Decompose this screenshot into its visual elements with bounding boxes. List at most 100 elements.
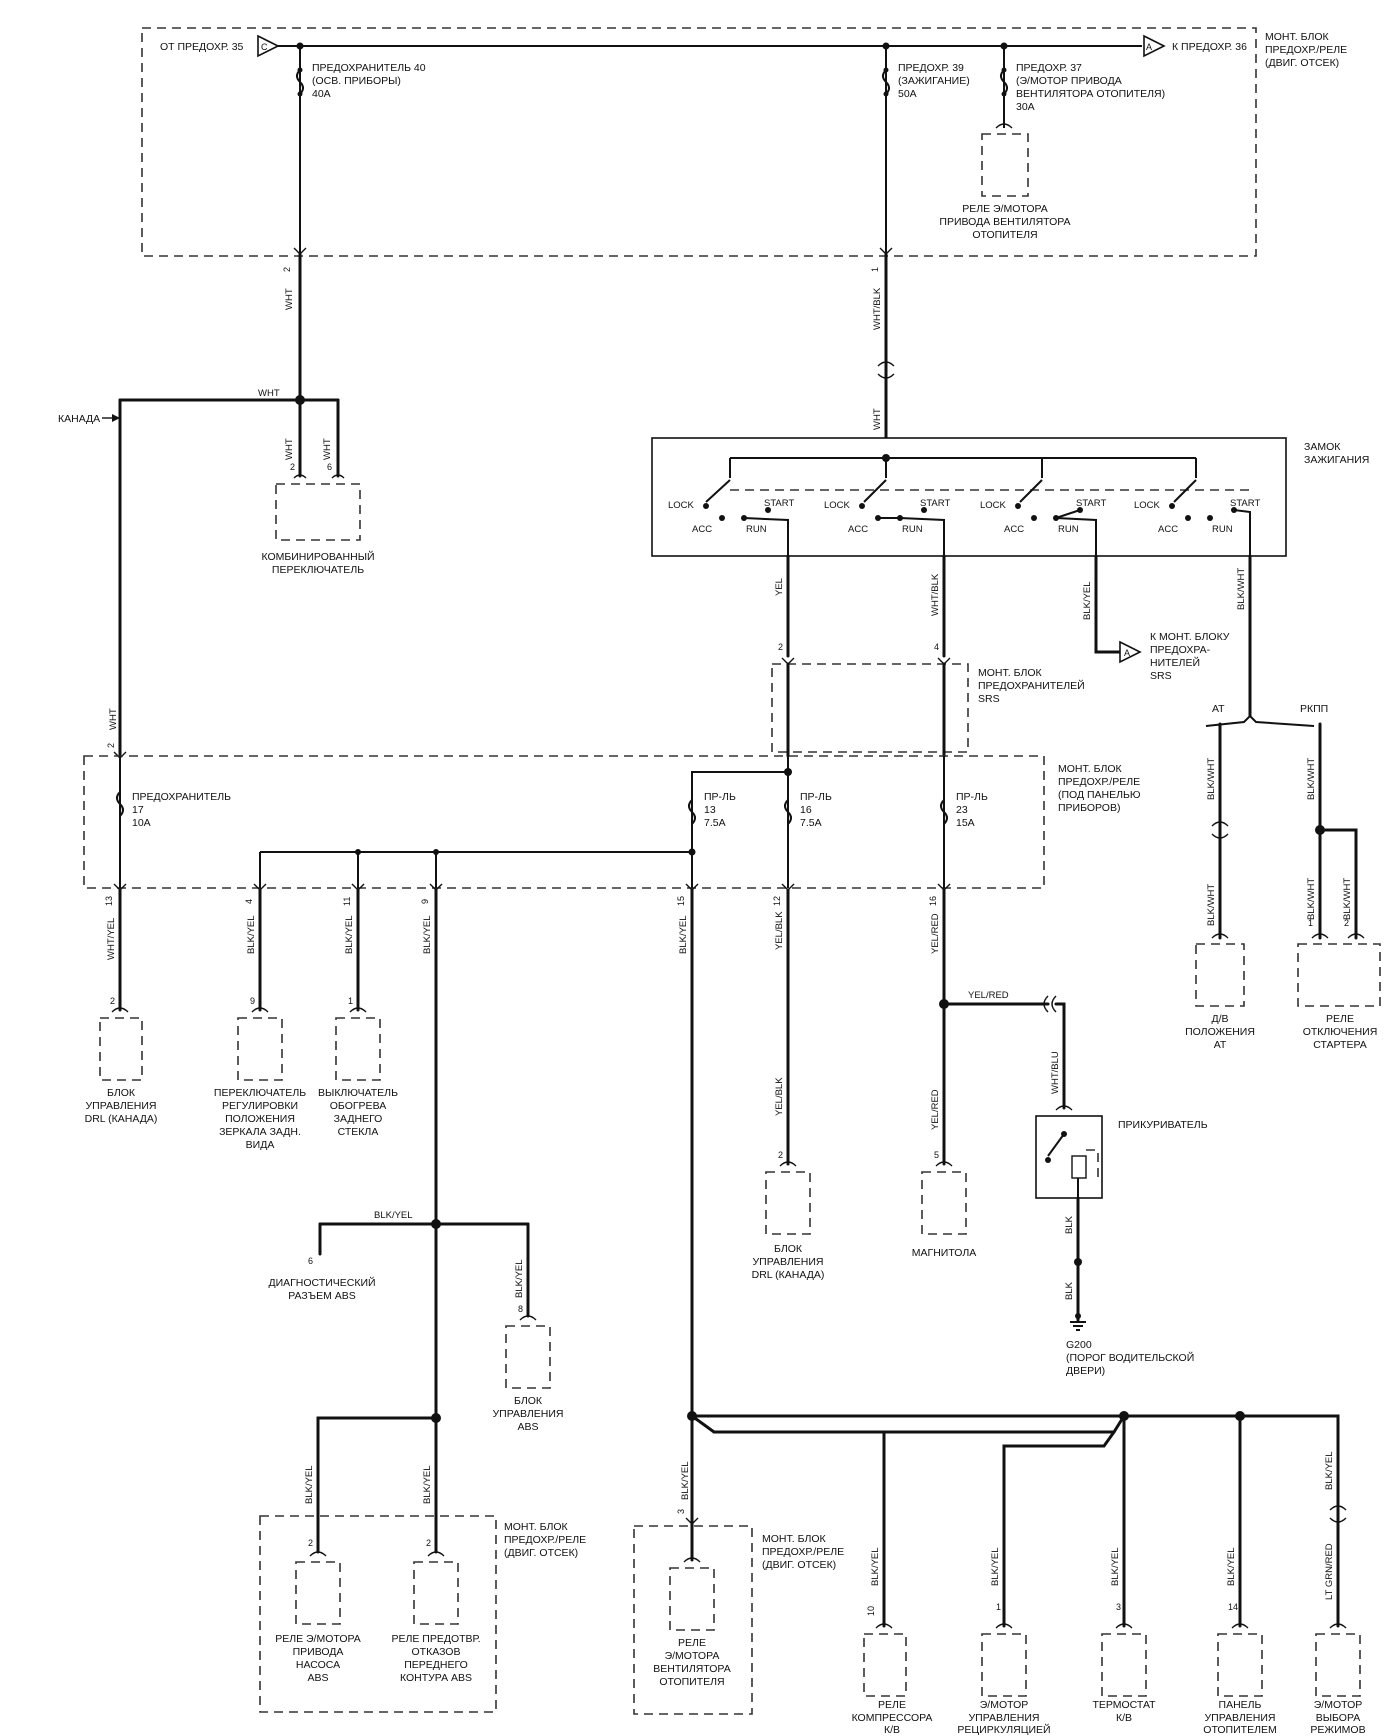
fan-relay-top-label-1: РЕЛЕ Э/МОТОРА [962,203,1048,215]
drl-mid-label-3: DRL (КАНАДА) [752,1269,825,1281]
wire-wht-yel-label: WHT/YEL [106,918,117,960]
wire-blk-yel-srs-label: BLK/YEL [1082,581,1093,620]
wire-yel-blk-label-1: YEL/BLK [774,911,785,950]
recirc-motor-box [981,1633,1027,1697]
abs-fail-relay-label-3: ПЕРЕДНЕГО [404,1659,468,1671]
acc-label-3: ACC [1004,524,1024,535]
heater-panel-label-3: ОТОПИТЕЛЕМ [1203,1724,1276,1736]
mirror-switch-label-1: ПЕРЕКЛЮЧАТЕЛЬ [214,1087,306,1099]
fan-relay-low-label-4: ОТОПИТЕЛЯ [659,1676,724,1688]
thermo-pin-3: 3 [1116,1602,1121,1612]
wire-blk-yel-absunit-label: BLK/YEL [514,1259,525,1298]
from-fuse35-label: ОТ ПРЕДОХР. 35 [160,41,244,53]
radio-pin-5: 5 [934,1150,939,1160]
fuse37-label-2: (Э/МОТОР ПРИВОДА [1016,75,1122,87]
canada-label: КАНАДА [58,413,100,425]
fuse17-label-2: 17 [132,804,144,816]
fuse37-icon [1000,69,1008,95]
thermostat-label-2: К/В [1116,1712,1132,1724]
fuse17-label-3: 10А [132,817,151,829]
wire-blk-yel-mirror-label: BLK/YEL [246,915,257,954]
radio-box [921,1171,967,1235]
connector-c-icon [257,34,280,58]
wire-blk-wht-at-label-2: BLK/WHT [1206,884,1217,926]
combo-pin-2: 2 [290,462,295,472]
dash-pin-12: 12 [772,896,782,906]
wire-blk-yel-fan-label: BLK/YEL [680,1461,691,1500]
wire-lt-grn-red-label: LT GRN/RED [1324,1543,1335,1600]
drl-mid-label-1: БЛОК [774,1243,803,1255]
ignition-feed: 1 WHT/BLK WHT [870,247,895,440]
mode-motor-label-1: Э/МОТОР [1314,1699,1363,1711]
wire-wht-blu-label: WHT/BLU [1050,1051,1061,1094]
mirror-switch-box [237,1017,283,1081]
starter-relay-box [1297,943,1381,1007]
to-srs-label-2: ПРЕДОХРА- [1150,644,1211,656]
start-label-3: START [1076,498,1106,509]
connector-a-letter: A [1146,42,1152,52]
wire-yel-red-label-2: YEL/RED [930,1089,941,1130]
lighter-label: ПРИКУРИВАТЕЛЬ [1118,1119,1208,1131]
recirc-motor-label-3: РЕЦИРКУЛЯЦИЕЙ [957,1723,1050,1736]
mode-motor-box [1315,1633,1361,1697]
abs-pump-relay-box [295,1561,341,1625]
srs-box-label-1: МОНТ. БЛОК [978,667,1043,679]
wire-wht-ign-label: WHT [872,408,883,430]
engine-box-label-1: МОНТ. БЛОК [1265,31,1330,43]
fuse13-label-1: ПР-ЛЬ [704,791,736,803]
wire-blk-wht-mt-label: BLK/WHT [1306,758,1317,800]
start-label-2: START [920,498,950,509]
at-sensor-label-3: АТ [1214,1039,1227,1051]
to-fuse36-label: К ПРЕДОХР. 36 [1172,41,1247,53]
abs-fail-relay-label-2: ОТКАЗОВ [412,1646,461,1658]
wire-yel-label: YEL [774,578,785,596]
wire-yel-red-h-label: YEL/RED [968,990,1009,1001]
drl-mid-pin-2: 2 [778,1150,783,1160]
acc-label-2: ACC [848,524,868,535]
fuse17-label-1: ПРЕДОХРАНИТЕЛЬ [132,791,231,803]
run-label-1: RUN [746,524,767,535]
wire-blk-yel-mode-label: BLK/YEL [1324,1451,1335,1490]
fuse23-label-1: ПР-ЛЬ [956,791,988,803]
dash-pin-9: 9 [420,899,430,904]
wire-blk-yel-defog-label: BLK/YEL [344,915,355,954]
wire-blk-yel-h-label: BLK/YEL [374,1210,413,1221]
starter-relay-label-1: РЕЛЕ [1326,1013,1354,1025]
wire-yel-blk-label-2: YEL/BLK [774,1077,785,1116]
wire-blk-yel-ac-label: BLK/YEL [870,1547,881,1586]
fuse40-label-2: (ОСВ. ПРИБОРЫ) [312,75,401,87]
wire-wht-blk-label-1: WHT/BLK [872,287,883,330]
fuse16-label-3: 7.5А [800,817,822,829]
fuse39-icon [882,69,890,95]
abs-fail-relay-box [413,1561,459,1625]
fuse16-label-1: ПР-ЛЬ [800,791,832,803]
pump-pin-2: 2 [308,1538,313,1548]
drl-left-box [99,1017,143,1081]
to-srs-label-3: НИТЕЛЕЙ [1150,656,1200,669]
combo-switch-box [275,483,361,541]
rear-defog-box [335,1017,381,1081]
ac-pin-10: 10 [866,1606,876,1616]
srs-pin-4: 4 [934,642,939,652]
ignition-switch: ЗАМОК ЗАЖИГАНИЯ LOCK ACC RUN START LOCK … [651,437,1369,557]
start-label-1: START [764,498,794,509]
mt-label: РКПП [1300,703,1328,715]
fan-relay-top-label-2: ПРИВОДА ВЕНТИЛЯТОРА [939,216,1070,228]
fail-pin-2: 2 [426,1538,431,1548]
dash-pin-15: 15 [676,896,686,906]
srs-pin-2: 2 [778,642,783,652]
eng-box-low2-label-2: ПРЕДОХР./РЕЛЕ [762,1546,844,1558]
ac-relay-box [863,1633,907,1697]
engine-fuse-box-top: МОНТ. БЛОК ПРЕДОХР./РЕЛЕ (ДВИГ. ОТСЕК) О… [141,27,1347,257]
abs-pump-relay-label-2: ПРИВОДА [293,1646,344,1658]
lower-circuits: 13 WHT/YEL 2 БЛОК УПРАВЛЕНИЯ DRL (КАНАДА… [85,888,1366,1736]
fuse16-icon [784,799,792,825]
engine-box-low-2 [633,1525,753,1715]
thermostat-box [1101,1633,1147,1697]
connector-c-letter: C [261,42,268,52]
fuse37-label-1: ПРЕДОХР. 37 [1016,62,1082,74]
wire-blk-wht-mt-label-2: BLK/WHT [1306,878,1317,920]
ground-label-2: (ПОРОГ ВОДИТЕЛЬСКОЙ [1066,1351,1194,1364]
abs-unit-label-1: БЛОК [514,1395,543,1407]
fuse23-icon [940,799,948,825]
